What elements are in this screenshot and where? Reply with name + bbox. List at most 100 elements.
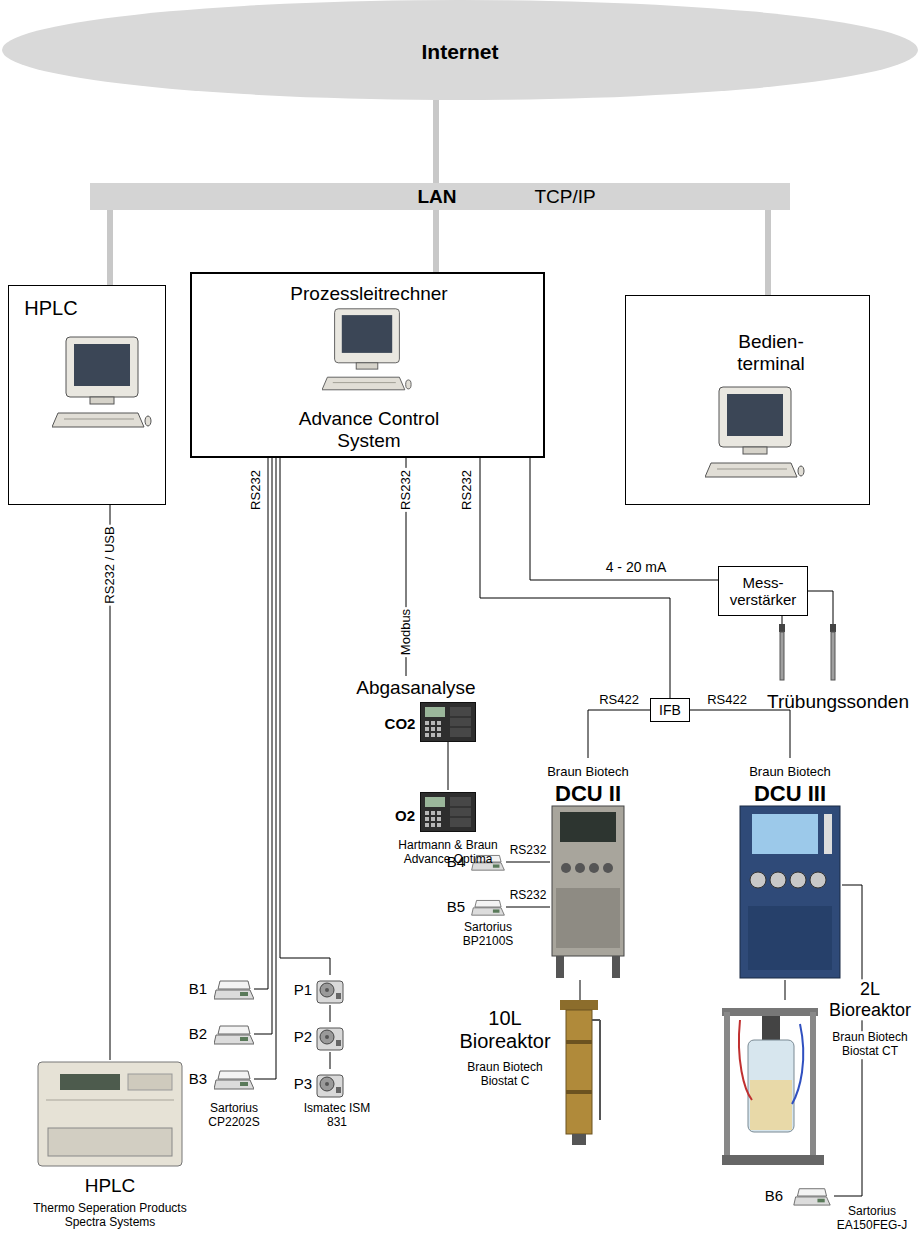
node-text: B3 xyxy=(189,1070,207,1087)
computer-box: Bedien- terminal xyxy=(625,295,870,505)
node-text: O2 xyxy=(395,807,415,824)
node-text: B5 xyxy=(447,898,465,915)
edge-label: RS232 xyxy=(508,844,549,857)
edge-label: RS232 / USB xyxy=(103,524,117,605)
pump-icon xyxy=(317,1028,343,1050)
node-text: B4 xyxy=(447,853,465,870)
bioreactor: 10L BioreaktorBraun Biotech Biostat C xyxy=(556,1000,602,1145)
node-text: Trübungssonden xyxy=(767,691,909,713)
interface-box: IFB xyxy=(650,698,690,722)
node-text: Sartorius CP2202S xyxy=(188,1102,280,1130)
connector-line xyxy=(448,742,449,790)
probe-group: Trübungssonden xyxy=(768,624,846,684)
scale-icon xyxy=(214,1071,254,1089)
pump: P2 xyxy=(315,1022,345,1052)
node-text: Braun Biotech Biostat C xyxy=(460,1061,550,1089)
node-text: P2 xyxy=(294,1028,312,1045)
connector-line xyxy=(254,458,272,1034)
hplc-device: HPLCThermo Seperation Products Spectra S… xyxy=(35,1060,185,1170)
analyzer-unit: O2Hartmann & Braun Advance Optima xyxy=(396,790,480,832)
ellipse-shape xyxy=(2,0,918,100)
cloud-ellipse: Internet xyxy=(2,0,918,100)
node-text: Braun Biotech DCU II xyxy=(538,756,638,807)
node-text: Abgasanalyse xyxy=(356,677,475,699)
node-text: B1 xyxy=(189,980,207,997)
scale: B2 xyxy=(214,1023,254,1045)
turbidity-probe xyxy=(779,624,836,680)
scale-icon xyxy=(214,1026,254,1044)
control-unit: Braun Biotech DCU II xyxy=(550,758,626,980)
edge-label: 4 - 20 mA xyxy=(604,560,669,575)
computer-icon xyxy=(52,337,151,427)
node-text: Advance Control System xyxy=(284,408,454,452)
signal-label: Modbus xyxy=(399,607,413,657)
scale: B1 xyxy=(214,978,254,1000)
connector-line xyxy=(588,710,650,758)
scale-icon xyxy=(472,900,505,915)
node-text: Braun Biotech DCU III xyxy=(740,756,840,807)
node-text: Sartorius EA150FEG-J xyxy=(830,1205,914,1233)
connector-line xyxy=(433,100,439,183)
probe-wire xyxy=(808,591,833,624)
node-text: B2 xyxy=(189,1025,207,1042)
connector-line xyxy=(254,458,276,1079)
scale: B6Sartorius EA150FEG-J xyxy=(790,1186,834,1206)
bioreactor-picture xyxy=(722,1008,824,1165)
edge-label: RS232 xyxy=(460,468,474,512)
scale-icon xyxy=(794,1189,830,1205)
scale-icon xyxy=(214,981,254,999)
scale: B3Sartorius CP2202S xyxy=(214,1068,254,1090)
computer-icon xyxy=(705,387,804,477)
connector-line xyxy=(506,907,550,908)
node-text: Prozessleitrechner xyxy=(290,283,447,305)
edge-label: RS422 xyxy=(597,693,641,707)
connector-line xyxy=(280,458,330,975)
node-text: 2L Bioreaktor xyxy=(824,979,916,1020)
hplc-device-picture xyxy=(38,1062,182,1166)
node-text: Mess- verstärker xyxy=(723,574,803,609)
edge-label: RS232 xyxy=(399,468,413,512)
connector-line xyxy=(530,458,718,580)
node-text: HPLC xyxy=(24,297,77,320)
computer-box: HPLC xyxy=(8,285,166,505)
connector-line xyxy=(107,210,113,285)
edge-label: RS232 xyxy=(508,889,549,902)
control-unit-picture xyxy=(740,806,840,978)
control-unit: Braun Biotech DCU III xyxy=(738,758,842,980)
connector-line xyxy=(690,710,790,758)
node-text: P1 xyxy=(294,981,312,998)
connector-line xyxy=(433,210,439,272)
connector-line xyxy=(330,1005,331,1022)
analyzer-icon xyxy=(421,703,476,742)
node-text: 10L Bioreaktor xyxy=(455,1007,555,1053)
pump: P3Ismatec ISM 831 xyxy=(315,1069,345,1099)
node-text: Bedien- terminal xyxy=(724,331,819,375)
analyzer-unit: AbgasanalyseCO2 xyxy=(352,676,480,742)
node-text: Braun Biotech Biostat CT xyxy=(824,1031,916,1059)
node-text: HPLC xyxy=(85,1175,136,1197)
node-text: Internet xyxy=(421,40,498,64)
node-text: CO2 xyxy=(385,715,416,732)
bioreactor-picture xyxy=(560,1000,600,1145)
connector-line xyxy=(330,1052,331,1069)
scale: B5Sartorius BP2100S xyxy=(470,898,506,916)
computer-icon xyxy=(322,309,411,390)
analyzer-icon xyxy=(421,793,476,832)
node-text: Sartorius BP2100S xyxy=(438,921,538,949)
connector-line xyxy=(254,458,268,989)
connector-line xyxy=(765,210,771,295)
connector-line xyxy=(785,980,786,1000)
computer-box: ProzessleitrechnerAdvance Control System xyxy=(190,272,545,458)
node-text: LAN xyxy=(417,186,456,208)
network-bar: LAN TCP/IP xyxy=(90,183,790,210)
edge-label: RS232 xyxy=(249,468,263,512)
node-text: P3 xyxy=(294,1075,312,1092)
connector-line xyxy=(782,616,783,624)
node-text: TCP/IP xyxy=(534,186,595,208)
node-text: B6 xyxy=(765,1187,783,1204)
node-text: IFB xyxy=(659,702,681,718)
pump: P1 xyxy=(315,975,345,1005)
